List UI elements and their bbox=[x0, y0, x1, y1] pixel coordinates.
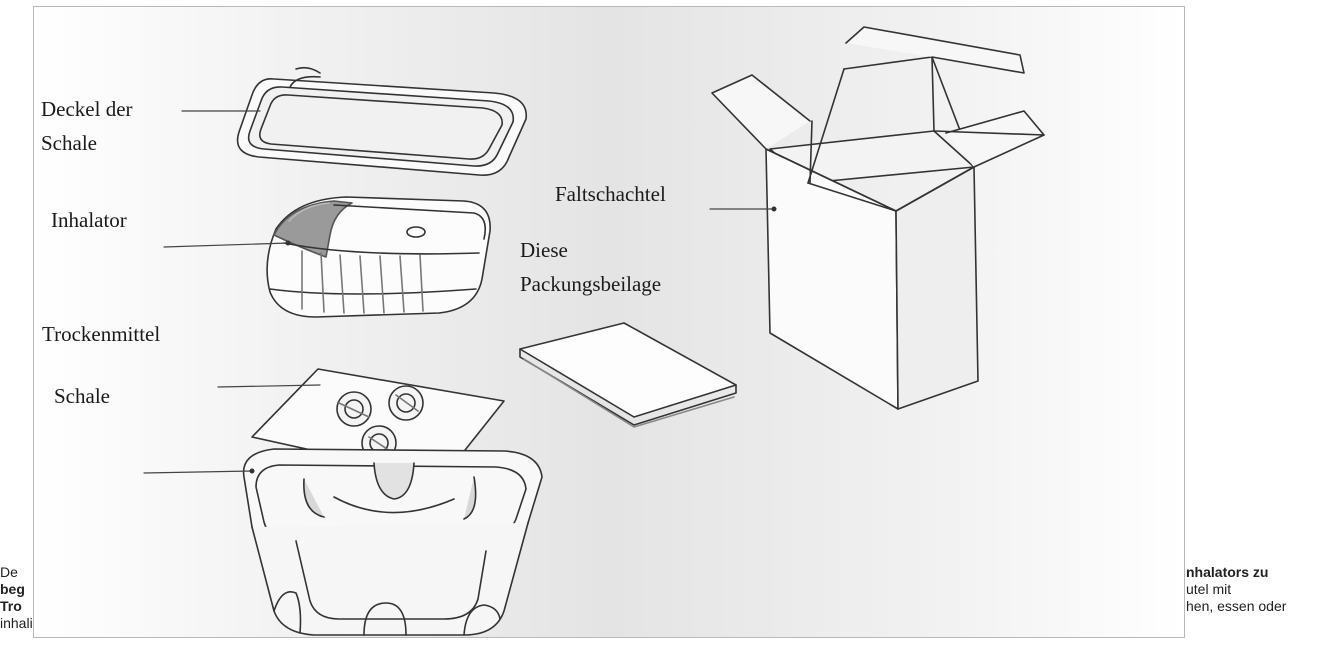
leaflet-label-line-2: Packungsbeilage bbox=[520, 272, 662, 296]
callout-dots bbox=[249, 206, 777, 474]
paragraph-line-3-left: Tro bbox=[0, 598, 22, 614]
callout-lines bbox=[143, 110, 775, 474]
inhaler-drawing bbox=[266, 196, 491, 318]
package-illustration bbox=[143, 26, 1045, 636]
paragraph-line-3-right: hen, essen oder bbox=[1186, 598, 1287, 614]
package-contents-figure: Deckel der Schale Inhalator Faltschachte… bbox=[33, 6, 1185, 638]
inhaler-label: Inhalator bbox=[51, 208, 127, 232]
paragraph-line-1-left: De bbox=[0, 564, 18, 580]
callout-inhaler-line bbox=[163, 242, 289, 248]
leaflet-drawing bbox=[519, 322, 737, 428]
carton-label: Faltschachtel bbox=[555, 182, 666, 206]
leaflet-label-line-1: Diese bbox=[520, 238, 568, 262]
lid-label-line-1: Deckel der bbox=[41, 97, 133, 121]
paragraph-line-1-right: nhalators zu bbox=[1186, 564, 1269, 580]
paragraph-line-2-left: beg bbox=[0, 581, 25, 597]
callout-desiccant-line bbox=[217, 384, 321, 388]
lid-label-line-2: Schale bbox=[41, 131, 97, 155]
carton-box-drawing bbox=[711, 26, 1045, 410]
tray-label: Schale bbox=[54, 384, 110, 408]
tray-drawing bbox=[242, 448, 543, 636]
desiccant-label: Trockenmittel bbox=[42, 322, 161, 346]
tray-lid-drawing bbox=[236, 66, 527, 176]
paragraph-line-2-right: utel mit bbox=[1186, 581, 1232, 597]
callout-tray-line bbox=[143, 470, 253, 474]
